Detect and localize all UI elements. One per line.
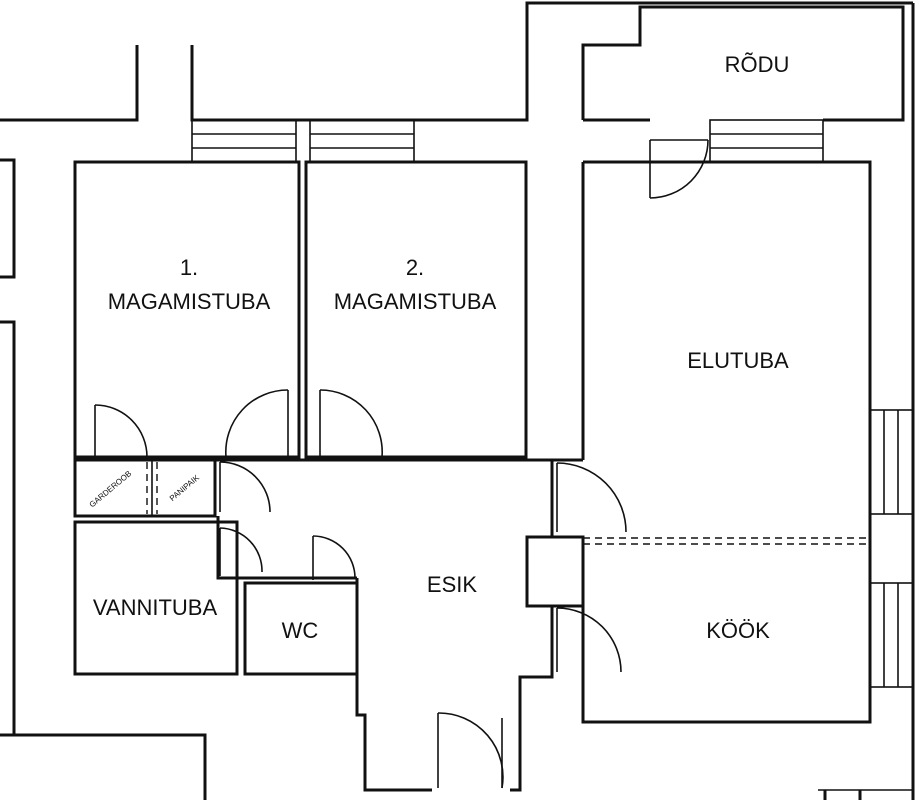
label-closet: PANIPAIK bbox=[168, 473, 202, 503]
label-bedroom1-number: 1. bbox=[180, 255, 198, 280]
room-labels: RÕDU 1. MAGAMISTUBA 2. MAGAMISTUBA ELUTU… bbox=[88, 52, 790, 643]
label-wc: WC bbox=[282, 618, 319, 643]
label-balcony: RÕDU bbox=[725, 52, 790, 77]
label-bathroom: VANNITUBA bbox=[93, 595, 218, 620]
label-kitchen: KÖÖK bbox=[706, 618, 770, 643]
label-bedroom2-name: MAGAMISTUBA bbox=[334, 289, 497, 314]
label-living-room: ELUTUBA bbox=[687, 348, 789, 373]
label-wardrobe: GARDEROOB bbox=[88, 469, 134, 509]
room-walls bbox=[73, 160, 872, 792]
doors bbox=[94, 139, 709, 789]
label-bedroom2-number: 2. bbox=[406, 255, 424, 280]
label-bedroom1-name: MAGAMISTUBA bbox=[108, 289, 271, 314]
label-hall: ESIK bbox=[427, 572, 477, 597]
dashed-dividers bbox=[146, 462, 870, 545]
windows bbox=[191, 119, 914, 688]
